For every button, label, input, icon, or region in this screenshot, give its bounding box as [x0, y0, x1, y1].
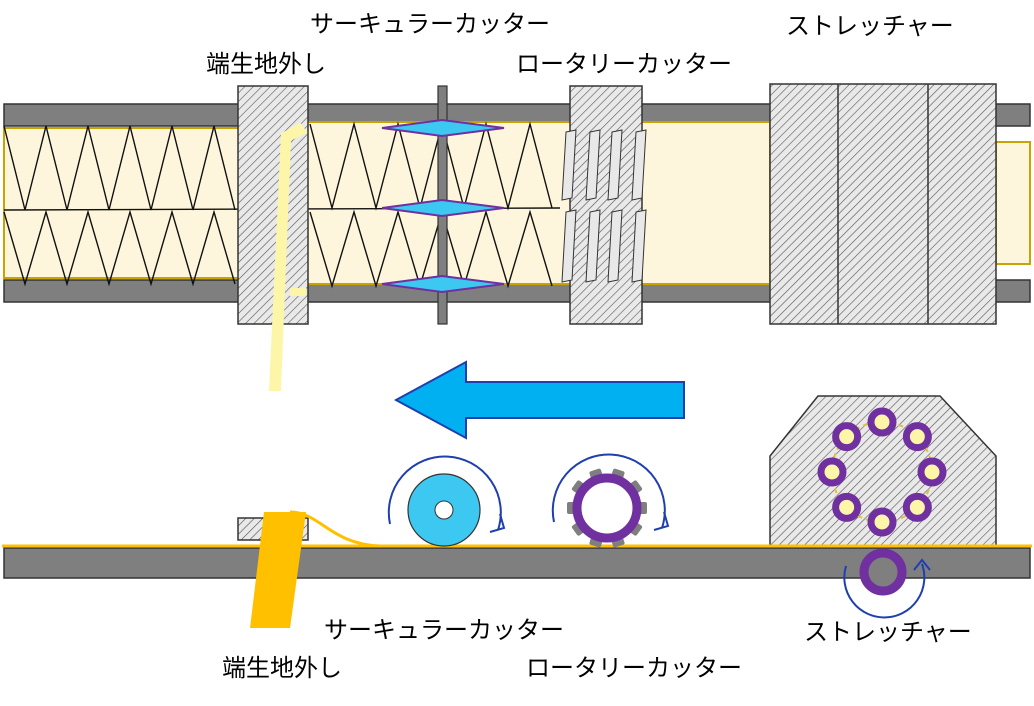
rotary-blade-lower-1 — [561, 209, 577, 283]
fold-middle-lower — [309, 209, 553, 289]
stretcher-rollers — [817, 407, 947, 537]
rotary-tooth-2 — [630, 522, 643, 536]
rotary-tooth-10 — [630, 480, 643, 494]
stretcher-roller-5 — [867, 507, 897, 537]
rotary-blade-upper-4 — [631, 129, 647, 201]
rotary-cutter-blades — [561, 129, 647, 283]
fold-left-upper — [3, 125, 236, 211]
side-rotary-cutter — [572, 473, 642, 543]
stretcher-roller-4 — [902, 492, 932, 522]
trim-strip — [268, 122, 308, 391]
label-top-stretcher: ストレッチャー — [786, 12, 954, 40]
stretcher-bottom-roller — [859, 548, 907, 596]
rotary-tooth-5 — [571, 522, 584, 536]
rotary-blade-upper-3 — [607, 129, 623, 201]
stretcher-roller-3 — [917, 457, 947, 487]
rotary-blade-upper-2 — [585, 129, 601, 201]
rotary-blade-upper-1 — [561, 129, 577, 201]
rotary-tooth-7 — [571, 480, 584, 494]
sheet-folds — [3, 121, 553, 289]
label-side-rotary-cutter: ロータリーカッター — [526, 654, 742, 682]
circular-cutter-blades — [381, 118, 505, 294]
side-circular-cutter-hub — [434, 500, 454, 520]
label-side-stretcher: ストレッチャー — [804, 618, 972, 646]
circular-cutter-rotation-arrow — [387, 455, 502, 531]
stretcher-roller-8 — [832, 422, 862, 452]
fold-left-lower — [3, 209, 236, 287]
label-top-rotary-cutter: ロータリーカッター — [516, 50, 732, 78]
circular-blade-1 — [381, 118, 505, 138]
side-view — [2, 395, 1032, 628]
label-side-edge-trim: 端生地外し — [222, 654, 342, 682]
stretcher-roller-7 — [817, 457, 847, 487]
side-rail — [3, 547, 1031, 579]
circular-blade-3 — [381, 274, 505, 294]
rotary-cutter-rotation-arrow — [551, 453, 666, 529]
top-stretcher-block — [769, 83, 997, 325]
sheet-right — [995, 141, 1031, 265]
sheet-left — [3, 127, 241, 279]
stretcher-roller-1 — [867, 407, 897, 437]
label-side-circular-cutter: サーキュラーカッター — [324, 616, 564, 644]
rotary-blade-lower-3 — [607, 209, 623, 283]
stretcher-rotation-arrow — [843, 563, 926, 619]
rotary-blade-lower-4 — [631, 209, 647, 283]
rotary-blade-lower-2 — [585, 209, 601, 283]
rotary-cutter-block — [569, 85, 643, 325]
side-trim-blade — [250, 512, 306, 628]
sheet-middle — [305, 121, 771, 285]
flow-direction-arrow — [393, 360, 685, 440]
fold-middle-upper — [309, 121, 553, 211]
top-view — [3, 83, 1031, 391]
stretcher-roller-6 — [832, 492, 862, 522]
label-top-circular-cutter: サーキュラーカッター — [310, 10, 550, 38]
circular-cutter-arrowhead — [489, 513, 506, 533]
rotary-cutter-arrowhead — [653, 511, 670, 531]
stretcher-arrowhead — [913, 558, 931, 571]
trim-strip-lower — [290, 288, 306, 296]
circular-blade-2 — [381, 198, 505, 218]
stretcher-roller-2 — [902, 422, 932, 452]
label-top-edge-trim: 端生地外し — [206, 50, 326, 78]
